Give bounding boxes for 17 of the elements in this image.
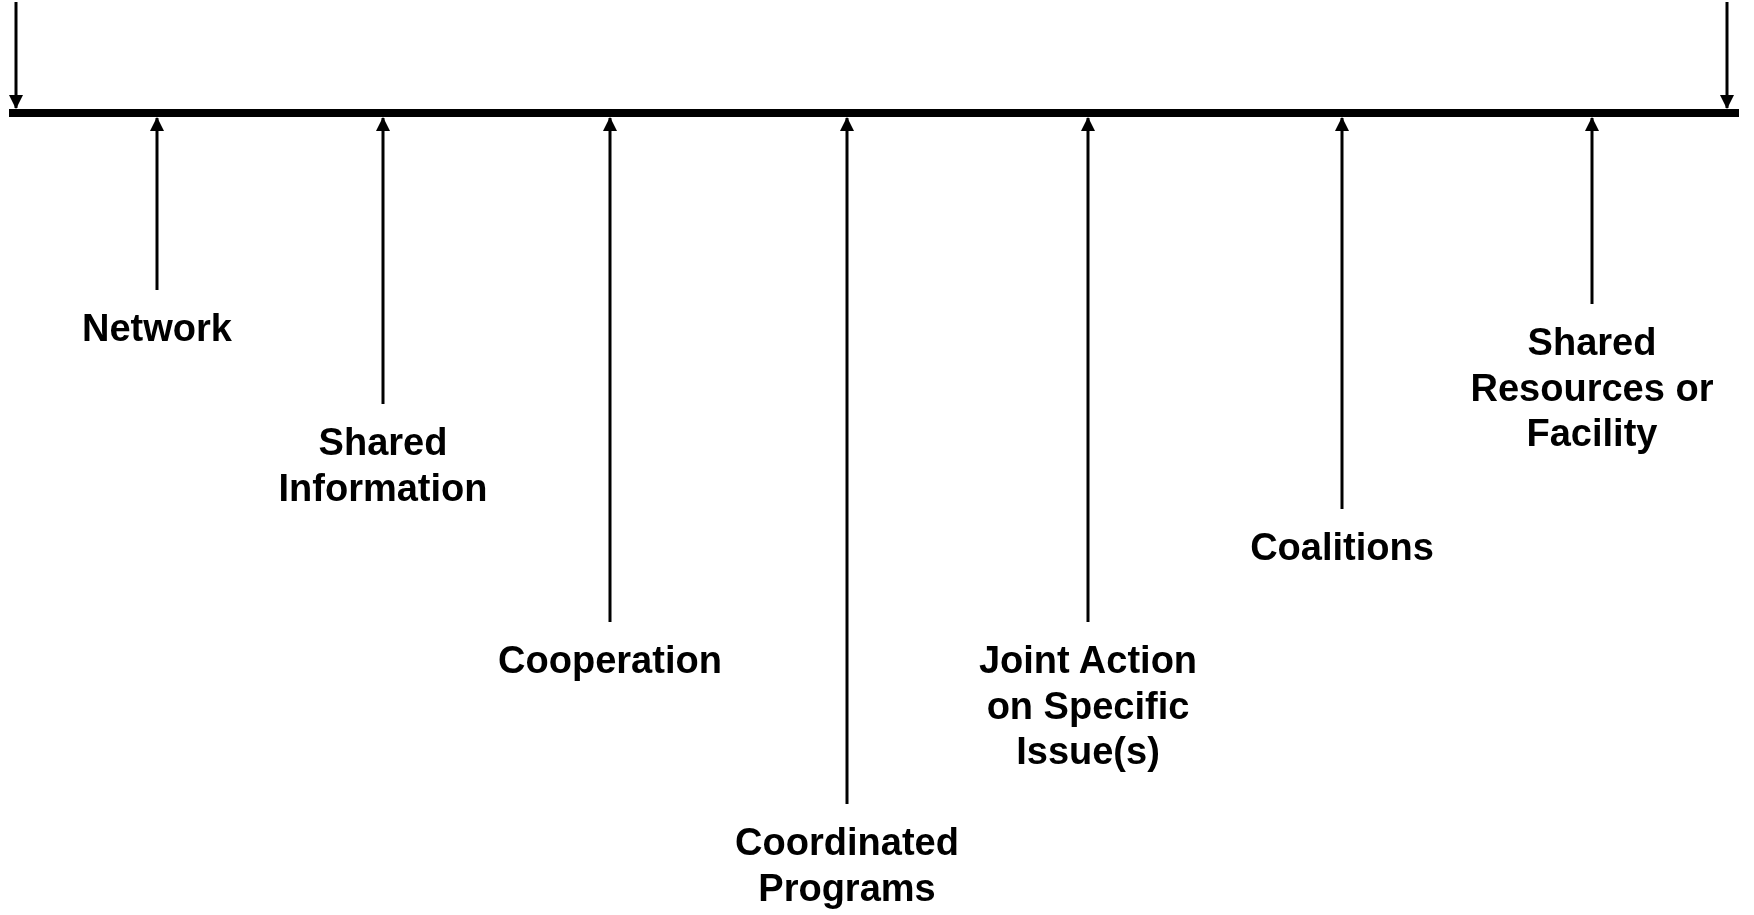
arrow	[1585, 117, 1599, 304]
scale-bar	[9, 109, 1739, 117]
stage-label: Coalitions	[1207, 525, 1477, 571]
stage-label: Shared Resources or Facility	[1432, 320, 1752, 457]
stage-label: Network	[42, 306, 272, 352]
arrow	[603, 117, 617, 622]
arrow	[1720, 2, 1734, 109]
stage-label: Coordinated Programs	[692, 820, 1002, 912]
arrow	[376, 117, 390, 404]
arrow	[1081, 117, 1095, 622]
stage-label: Shared Information	[238, 420, 528, 512]
arrow	[150, 117, 164, 290]
stage-label: Cooperation	[450, 638, 770, 684]
arrow	[840, 117, 854, 804]
stage-label: Joint Action on Specific Issue(s)	[963, 638, 1213, 775]
arrow	[9, 2, 23, 109]
arrow	[1335, 117, 1349, 509]
